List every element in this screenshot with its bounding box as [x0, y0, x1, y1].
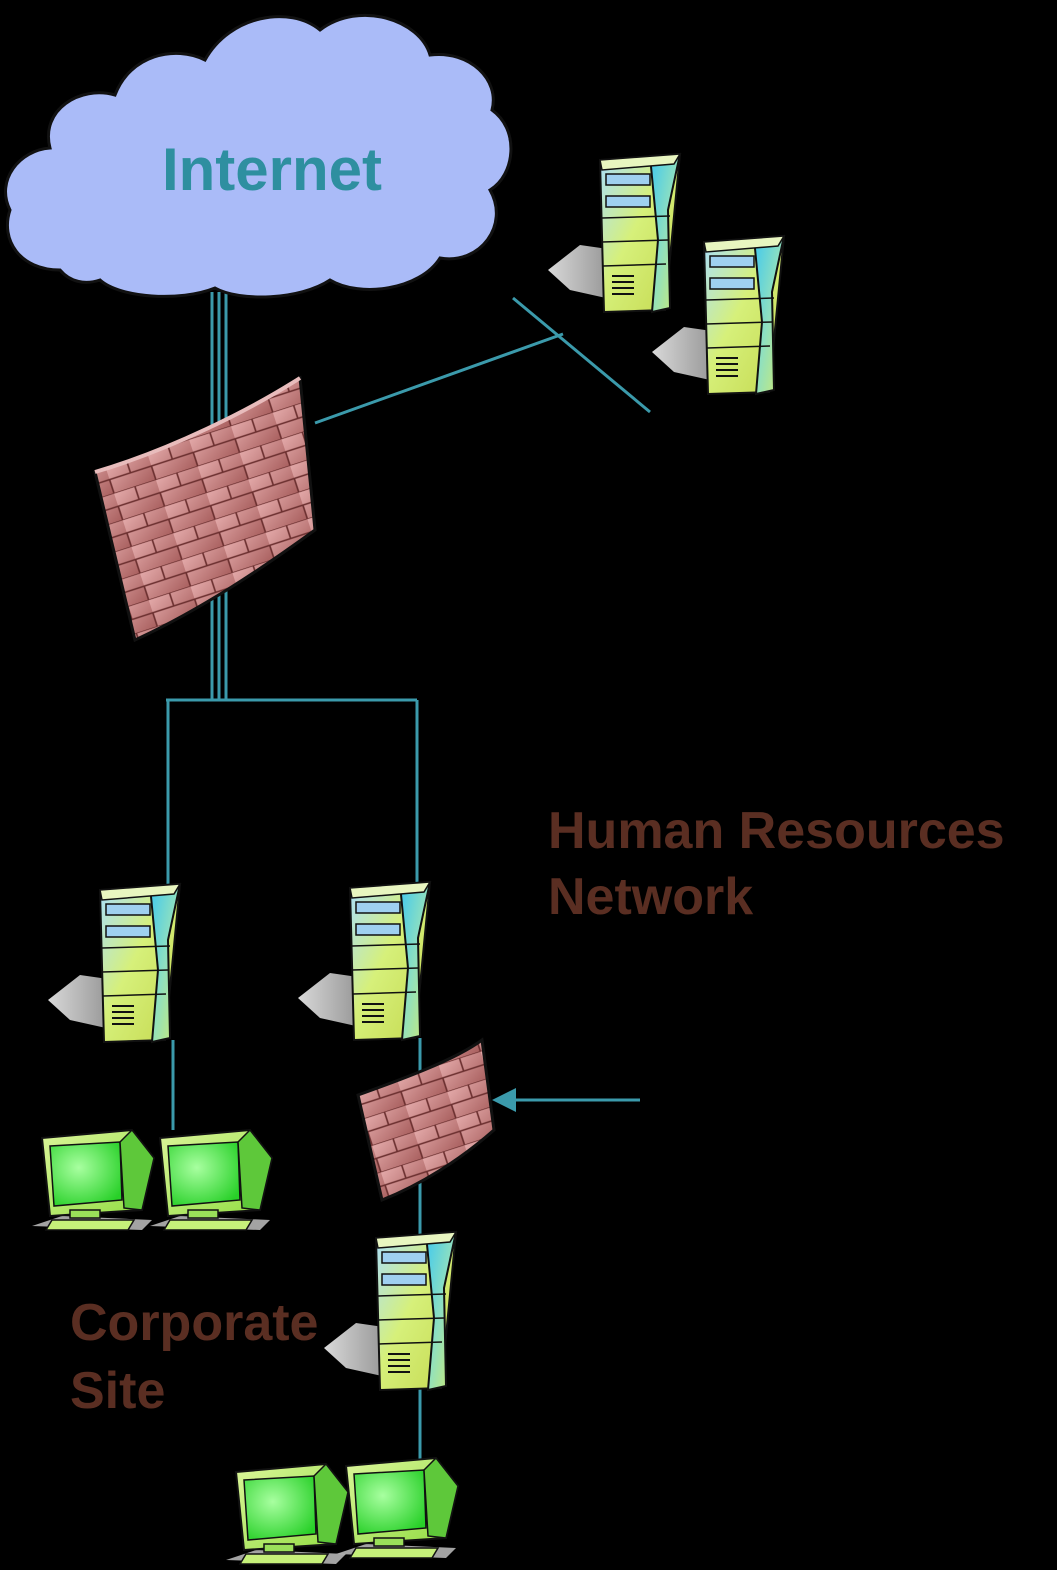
workstation-icon — [335, 1457, 459, 1559]
cloud-icon: Internet — [4, 13, 513, 299]
hr-network-label-line2: Network — [548, 868, 753, 926]
workstation-icon — [31, 1129, 155, 1231]
workstation-icon — [225, 1463, 349, 1565]
server-icon — [47, 883, 181, 1043]
server-icon — [547, 153, 681, 313]
network-links — [166, 292, 651, 1462]
arrow-head — [492, 1088, 516, 1112]
workstation-icon — [149, 1129, 273, 1231]
server-icon — [297, 881, 431, 1041]
server-icon — [323, 1231, 457, 1391]
corporate-site-label-line2: Site — [70, 1362, 165, 1420]
hr-network-label-line1: Human Resources — [548, 802, 1005, 860]
corporate-site-label-line1: Corporate — [70, 1294, 318, 1352]
firewall-icon — [356, 1037, 496, 1203]
cloud-label: Internet — [162, 136, 382, 203]
firewall-icon — [93, 375, 317, 643]
server-icon — [651, 235, 785, 395]
